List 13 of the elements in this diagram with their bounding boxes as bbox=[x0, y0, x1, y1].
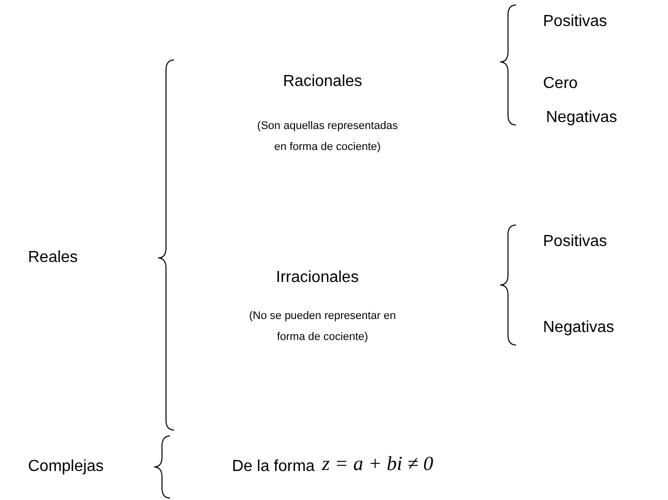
category-label: Racionales bbox=[283, 72, 362, 92]
category-label: Complejas bbox=[28, 457, 104, 477]
category-label: Negativas bbox=[546, 108, 618, 128]
description-text: (No se pueden representar en forma de cociente) bbox=[248, 309, 397, 345]
formula: z = a + bi ≠ 0 bbox=[322, 454, 434, 474]
category-label: Negativas bbox=[543, 318, 614, 338]
category-label: Reales bbox=[28, 248, 78, 268]
category-label: De la forma bbox=[232, 457, 315, 477]
category-label: Positivas bbox=[543, 232, 608, 252]
category-label: Positivas bbox=[543, 12, 608, 32]
description-text: (Son aquellas representadas en forma de cociente) bbox=[256, 119, 399, 155]
category-label: Cero bbox=[543, 74, 578, 94]
category-label: Irracionales bbox=[276, 268, 359, 288]
